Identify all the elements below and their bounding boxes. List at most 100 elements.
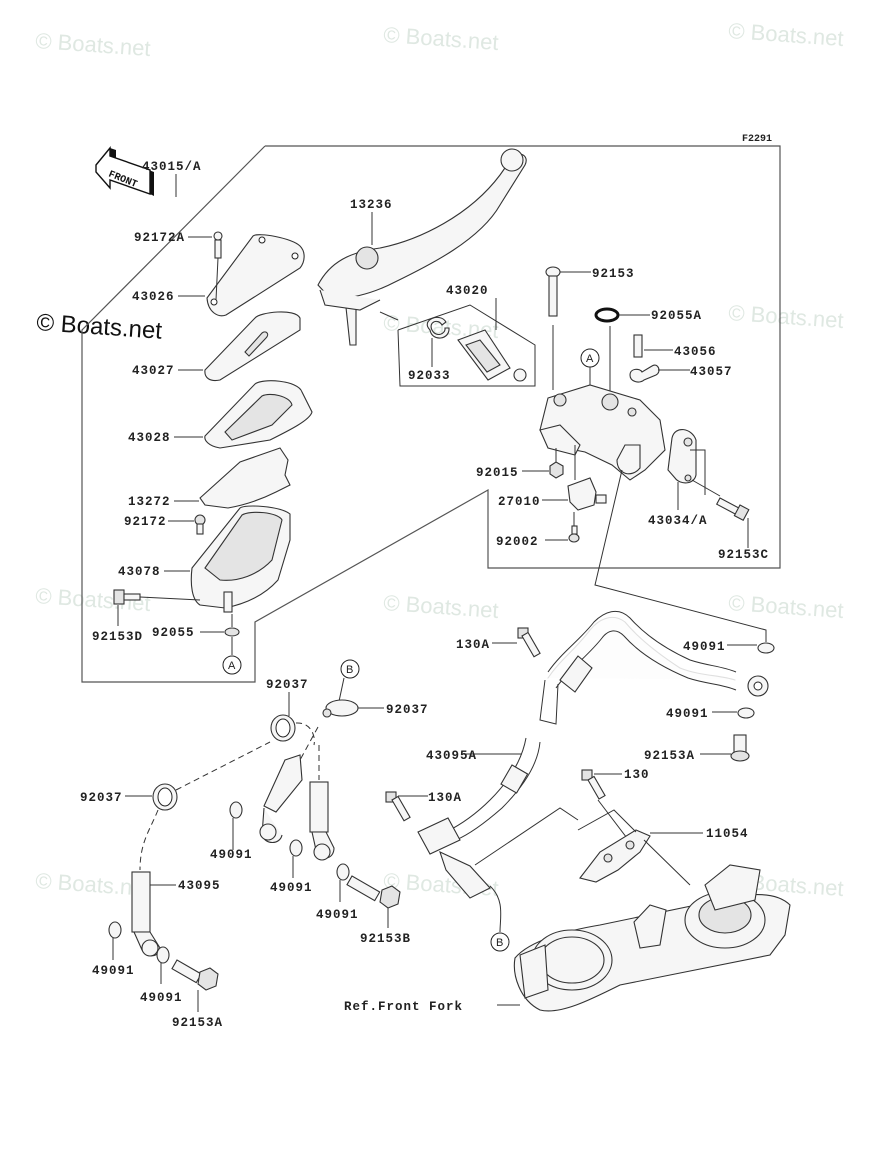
part-label-92015[interactable]: 92015 [476, 466, 519, 480]
brake-switch-27010 [567, 477, 597, 511]
screw-92172 [194, 514, 206, 535]
part-label-92153a-right[interactable]: 92153A [644, 749, 695, 763]
banjo-bolt-92153a-right [730, 734, 750, 762]
washer-49091-d [108, 921, 122, 939]
part-label-13272[interactable]: 13272 [128, 495, 171, 509]
bleeder-cap-43057 [629, 364, 660, 383]
part-label-27010[interactable]: 27010 [498, 495, 541, 509]
part-label-92153b[interactable]: 92153B [360, 932, 411, 946]
part-label-49091-r2[interactable]: 49091 [666, 707, 709, 721]
part-label-92172a[interactable]: 92172A [134, 231, 185, 245]
washer-49091-e [156, 946, 170, 964]
callout-b-label: B [346, 664, 353, 676]
part-label-43015a[interactable]: 43015/A [142, 160, 202, 174]
callout-a [222, 655, 242, 675]
part-label-92055[interactable]: 92055 [152, 626, 195, 640]
watermark: © Boats.net [383, 22, 500, 55]
part-label-43034a[interactable]: 43034/A [648, 514, 708, 528]
o-ring-92055 [224, 627, 240, 637]
hose-bracket-11054 [579, 829, 651, 883]
nut-92015 [549, 461, 564, 479]
master-cylinder-body-part [539, 384, 666, 481]
part-label-130a-upper[interactable]: 130A [456, 638, 490, 652]
plate-part [199, 447, 291, 509]
bolt-92153c [715, 497, 750, 522]
part-label-43056[interactable]: 43056 [674, 345, 717, 359]
part-label-43078[interactable]: 43078 [118, 565, 161, 579]
callout-a-label: A [586, 353, 594, 365]
hose-clamp-92037-a [270, 714, 296, 742]
bolt-130 [581, 769, 606, 800]
screw-92172a [213, 231, 223, 259]
part-label-43026[interactable]: 43026 [132, 290, 175, 304]
part-label-92037-1[interactable]: 92037 [266, 678, 309, 692]
assembly-frame-master-cylinder [81, 145, 781, 683]
part-label-49091-e[interactable]: 49091 [140, 991, 183, 1005]
part-label-13236[interactable]: 13236 [350, 198, 393, 212]
callout-a-label: A [228, 660, 236, 672]
brake-hose-middle [259, 754, 335, 861]
part-label-43028[interactable]: 43028 [128, 431, 171, 445]
part-label-92153[interactable]: 92153 [592, 267, 635, 281]
part-label-11054[interactable]: 11054 [706, 827, 749, 841]
pivot-bolt-92153 [545, 266, 561, 317]
washer-49091-r2 [737, 707, 755, 719]
clamp-43034a [667, 429, 697, 484]
brake-hose-upper-part [539, 610, 769, 725]
ref-front-fork-label[interactable]: Ref.Front Fork [344, 1000, 463, 1014]
piston-part [457, 329, 527, 382]
part-label-43020[interactable]: 43020 [446, 284, 489, 298]
watermark: © Boats.net [728, 590, 845, 623]
banjo-bolt-92153b [346, 875, 401, 909]
watermark: © Boats.net [383, 590, 500, 623]
part-label-130a-lower[interactable]: 130A [428, 791, 462, 805]
part-label-49091-b[interactable]: 49091 [270, 881, 313, 895]
washer-49091-c [336, 863, 350, 881]
reservoir-cap-part [206, 234, 305, 317]
part-label-92153d[interactable]: 92153D [92, 630, 143, 644]
watermark: © Boats.net [36, 309, 164, 345]
watermark: © Boats.net [728, 18, 845, 51]
bolt-130a-upper [517, 627, 541, 658]
part-label-92055a[interactable]: 92055A [651, 309, 702, 323]
part-label-92153a-left[interactable]: 92153A [172, 1016, 223, 1030]
part-label-92153c[interactable]: 92153C [718, 548, 769, 562]
hose-fitting-lower [417, 817, 461, 855]
part-label-92037-2[interactable]: 92037 [386, 703, 429, 717]
figure-id: F2291 [742, 134, 772, 145]
part-label-49091-r1[interactable]: 49091 [683, 640, 726, 654]
upper-triple-clamp-ref [513, 864, 791, 1012]
hose-clamp-92037-c [152, 783, 178, 811]
part-label-49091-c[interactable]: 49091 [316, 908, 359, 922]
watermarks: © Boats.net © Boats.net © Boats.net © Bo… [35, 18, 845, 901]
watermark: © Boats.net [35, 28, 152, 61]
bolt-130a-lower [385, 791, 411, 822]
part-label-92002[interactable]: 92002 [496, 535, 539, 549]
assembly-frame-piston-kit [397, 304, 536, 387]
part-label-92033[interactable]: 92033 [408, 369, 451, 383]
bleeder-valve-43056 [633, 334, 643, 358]
banjo-bolt-92153a-left [171, 959, 219, 991]
bolt-92153d [113, 589, 141, 605]
brake-hose-43095a [445, 737, 541, 841]
screw-92002 [568, 525, 580, 543]
part-label-49091-a[interactable]: 49091 [210, 848, 253, 862]
washer-49091-r1 [757, 642, 775, 654]
brake-lever-part [317, 148, 527, 346]
watermark: © Boats.net [728, 300, 845, 333]
part-label-43095[interactable]: 43095 [178, 879, 221, 893]
part-label-92172[interactable]: 92172 [124, 515, 167, 529]
part-label-43057[interactable]: 43057 [690, 365, 733, 379]
washer-49091-a [229, 801, 243, 819]
part-label-49091-d[interactable]: 49091 [92, 964, 135, 978]
washer-49091-b [289, 839, 303, 857]
callout-b-label: B [496, 937, 503, 949]
part-label-43095a[interactable]: 43095A [426, 749, 477, 763]
hose-clamp-92037-b [322, 699, 359, 718]
callout-b [340, 659, 360, 679]
part-label-43027[interactable]: 43027 [132, 364, 175, 378]
part-label-130[interactable]: 130 [624, 768, 650, 782]
part-label-92037-3[interactable]: 92037 [80, 791, 123, 805]
o-ring-92055a [594, 307, 620, 323]
